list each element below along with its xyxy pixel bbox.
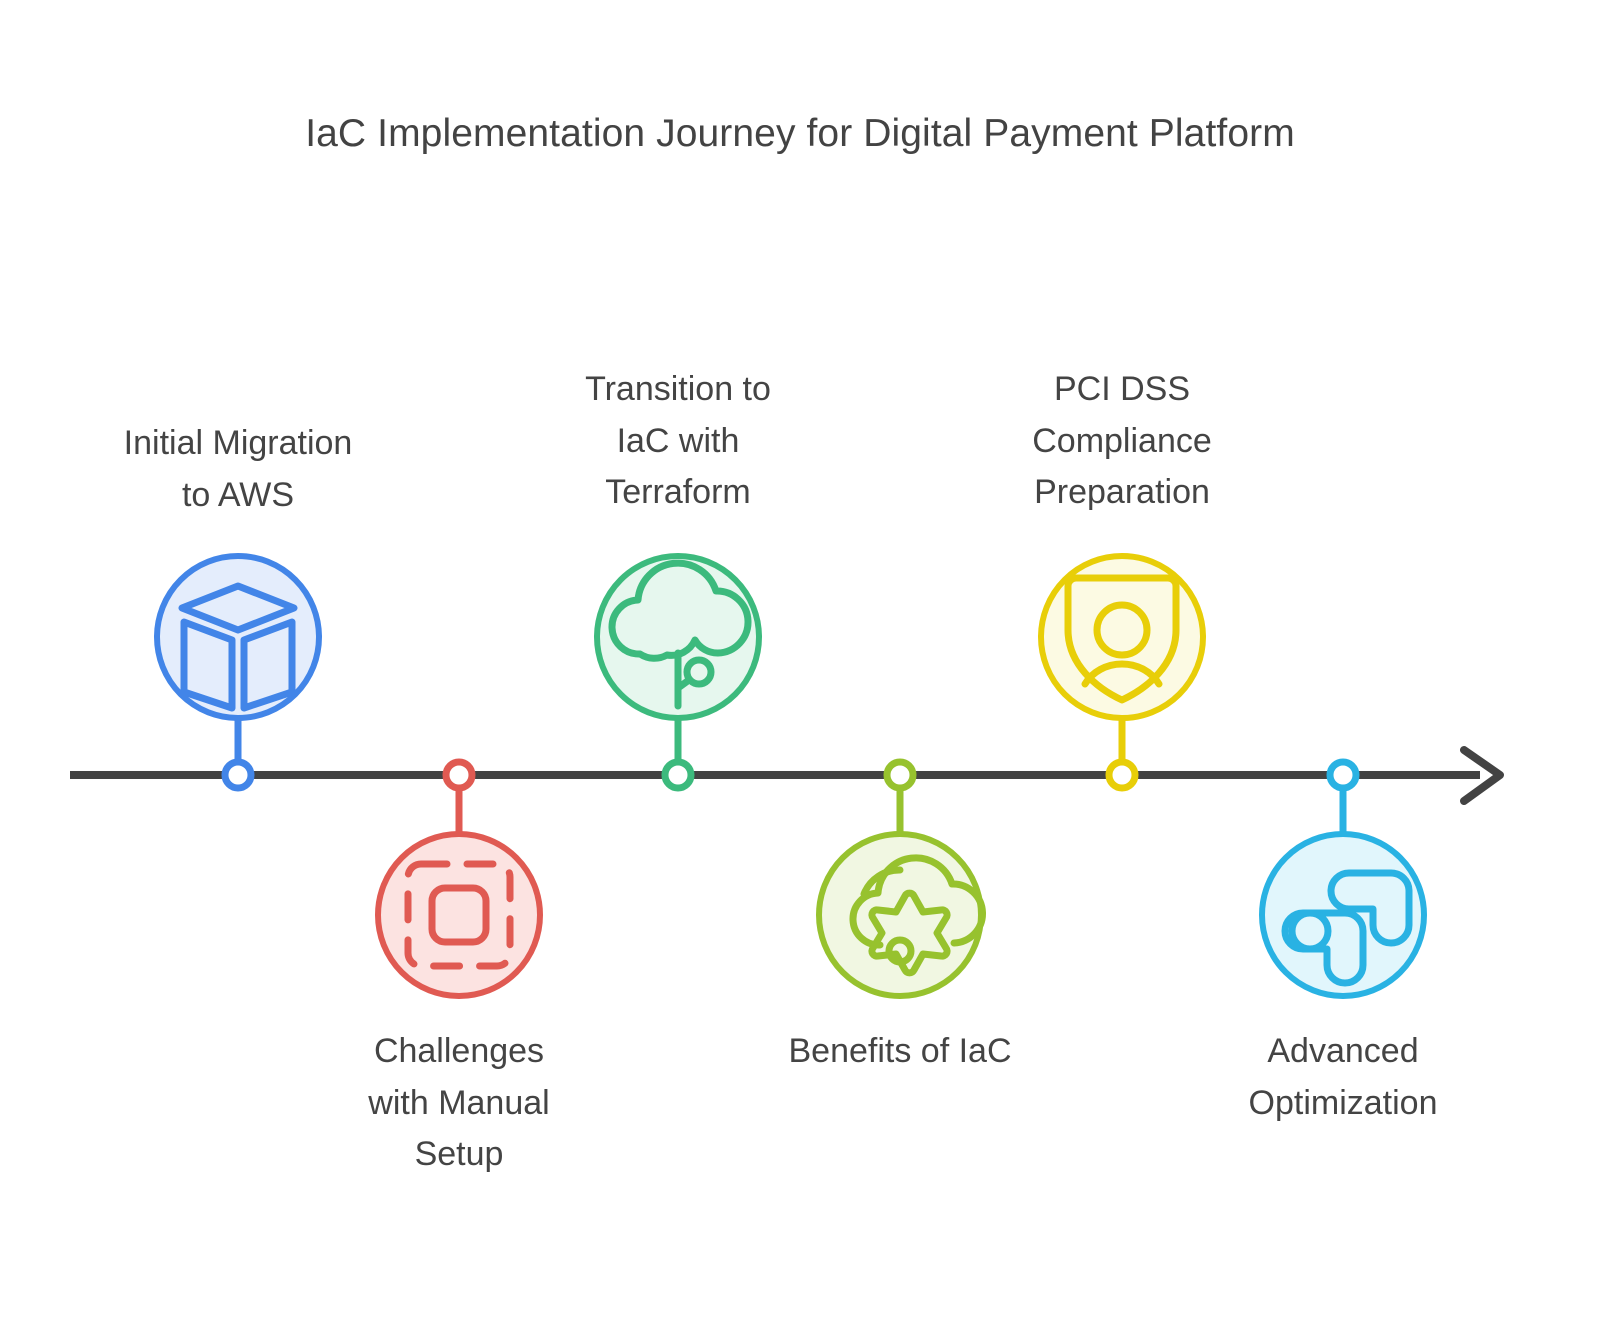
milestone-4-axis-dot[interactable] — [883, 758, 917, 792]
milestone-5-axis-dot[interactable] — [1105, 758, 1139, 792]
milestone-6-axis-dot[interactable] — [1326, 758, 1360, 792]
optimization-flow-icon — [1281, 869, 1413, 987]
milestone-1-icon-circle[interactable] — [154, 553, 322, 721]
milestone-5-label: PCI DSS Compliance Preparation — [1032, 370, 1212, 512]
milestone-3-axis-dot[interactable] — [661, 758, 695, 792]
milestone-4-label: Benefits of IaC — [788, 1032, 1012, 1070]
milestone-1-axis-dot[interactable] — [221, 758, 255, 792]
milestone-2-label: Challenges with Manual Setup — [368, 1032, 550, 1174]
milestone-1-initial-migration-to-aws[interactable] — [154, 553, 322, 792]
milestone-3-transition-to-iac-with-terraform[interactable] — [594, 553, 762, 792]
cloud-gear-icon — [849, 854, 986, 977]
milestone-1-label: Initial Migration to AWS — [123, 424, 353, 514]
milestone-3-label: Transition to IaC with Terraform — [585, 370, 771, 512]
dashed-frame-icon — [404, 860, 514, 970]
timeline-axis — [70, 746, 1504, 805]
milestone-6-label: Advanced Optimization — [1248, 1032, 1438, 1122]
milestone-6-advanced-optimization[interactable] — [1259, 758, 1427, 999]
milestone-5-pci-dss-compliance-preparation[interactable] — [1038, 553, 1206, 792]
axis-arrowhead — [1460, 746, 1504, 805]
milestone-4-benefits-of-iac[interactable] — [816, 758, 986, 999]
milestone-2-axis-dot[interactable] — [442, 758, 476, 792]
milestone-2-icon-circle[interactable] — [375, 831, 543, 999]
cube-3d-icon — [178, 582, 298, 712]
shield-person-icon — [1064, 574, 1180, 704]
milestone-2-challenges-with-manual-setup[interactable] — [375, 758, 543, 999]
page-title: IaC Implementation Journey for Digital P… — [305, 112, 1295, 155]
cloud-tree-icon — [608, 559, 752, 710]
milestone-5-icon-circle[interactable] — [1038, 553, 1206, 721]
